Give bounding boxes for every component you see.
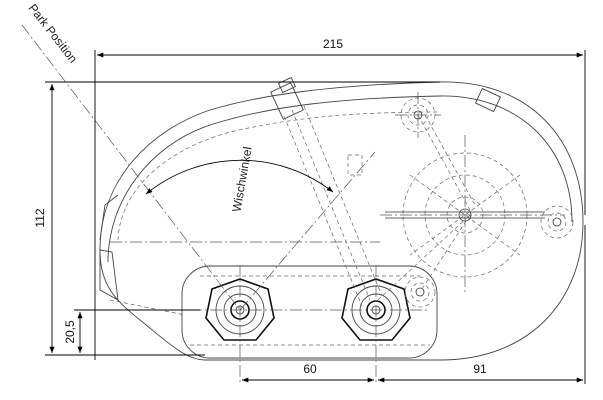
- wiper-angle-label: Wischwinkel: [229, 146, 254, 213]
- dimension-height: 112: [33, 81, 440, 356]
- dimension-shaft-height: 20,5: [63, 309, 200, 353]
- mount-bolt-right: [540, 205, 574, 239]
- mount-bolt-bottom: [404, 276, 436, 308]
- dimension-shaft-to-end: 91: [378, 225, 586, 384]
- gearbox-housing: [99, 81, 584, 361]
- dimension-overall-length: 215: [94, 37, 586, 360]
- connector-plug-left: [270, 76, 304, 120]
- connector-plug-right: [474, 87, 502, 113]
- wiper-angle-lines: [110, 151, 380, 311]
- shaft-plate: [181, 265, 438, 359]
- dimension-overall-length-label: 215: [323, 37, 343, 51]
- dimension-shaft-spacing-label: 60: [303, 362, 317, 376]
- dimension-height-label: 112: [33, 208, 47, 227]
- park-position-label: Park Position: [26, 1, 81, 65]
- dimension-shaft-to-end-label: 91: [473, 362, 487, 376]
- dimension-shaft-height-label: 20,5: [63, 320, 77, 344]
- linkage-rods: [283, 105, 476, 307]
- park-position-line: [21, 24, 241, 311]
- shaft-centerlines: [190, 265, 430, 384]
- main-gear: [380, 135, 565, 295]
- dimension-shaft-spacing: 60: [242, 362, 374, 383]
